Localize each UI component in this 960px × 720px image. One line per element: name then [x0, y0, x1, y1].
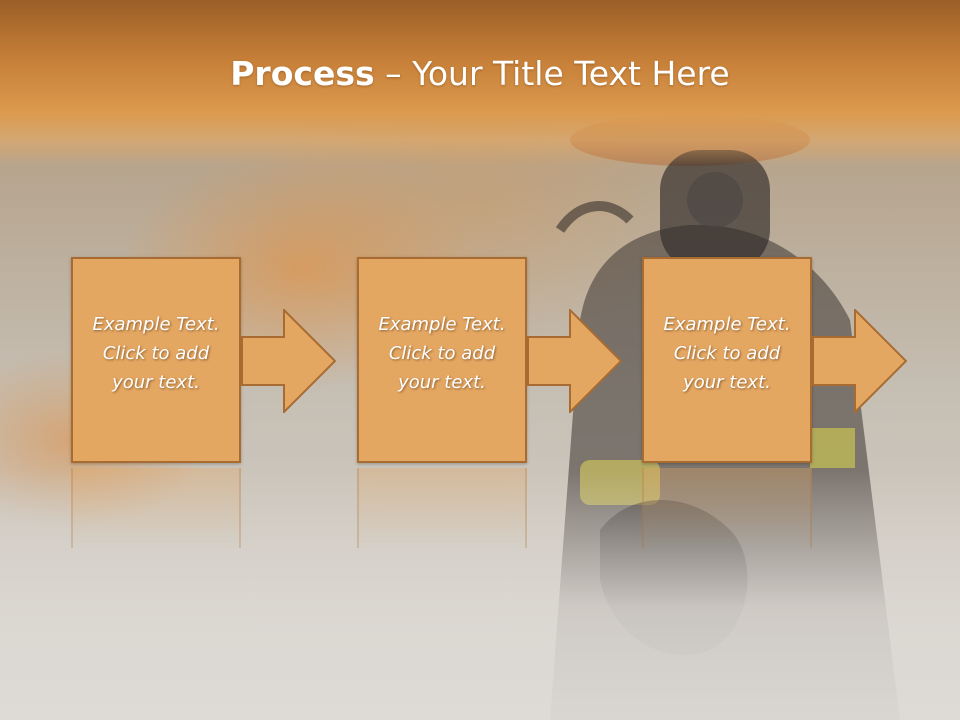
- right-arrow-icon: [527, 309, 622, 413]
- title-bold: Process: [230, 54, 375, 93]
- title-band: [0, 0, 960, 165]
- process-step-1[interactable]: Example Text. Click to add your text.: [71, 257, 241, 463]
- process-step-2[interactable]: Example Text. Click to add your text.: [357, 257, 527, 463]
- process-step-text[interactable]: Example Text. Click to add your text.: [652, 310, 802, 397]
- step-line-3: your text.: [112, 371, 200, 393]
- step-reflection: [642, 468, 812, 548]
- process-step-3[interactable]: Example Text. Click to add your text.: [642, 257, 812, 463]
- title-rest: – Your Title Text Here: [374, 54, 730, 93]
- step-reflection: [357, 468, 527, 548]
- right-arrow-icon: [812, 309, 907, 413]
- step-line-3: your text.: [398, 371, 486, 393]
- step-line-2: Click to add: [673, 342, 781, 364]
- process-step-text[interactable]: Example Text. Click to add your text.: [81, 310, 231, 397]
- step-line-3: your text.: [683, 371, 771, 393]
- step-line-2: Click to add: [388, 342, 496, 364]
- fog-overlay: [0, 470, 960, 720]
- process-step-text[interactable]: Example Text. Click to add your text.: [367, 310, 517, 397]
- step-line-1: Example Text.: [663, 313, 791, 335]
- right-arrow-icon: [241, 309, 336, 413]
- step-reflection: [71, 468, 241, 548]
- step-line-2: Click to add: [102, 342, 210, 364]
- slide-title[interactable]: Process – Your Title Text Here: [0, 52, 960, 96]
- step-line-1: Example Text.: [92, 313, 220, 335]
- step-line-1: Example Text.: [378, 313, 506, 335]
